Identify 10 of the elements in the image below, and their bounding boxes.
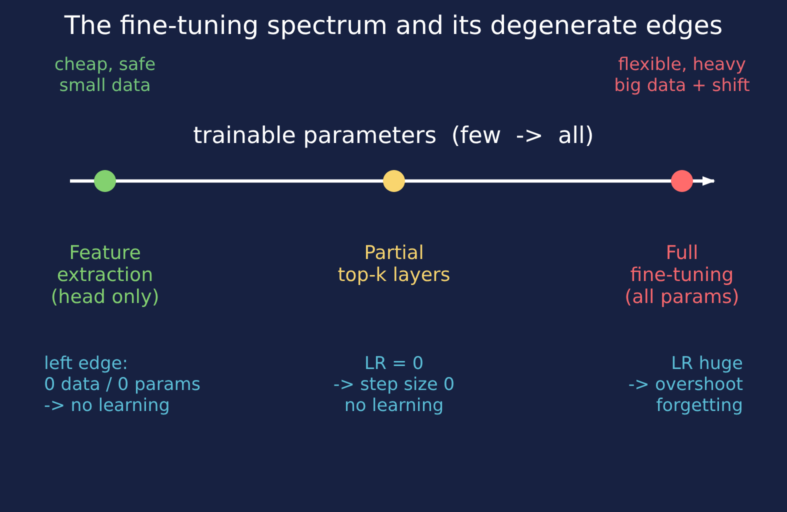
title: The fine-tuning spectrum and its degenerate edges bbox=[64, 10, 723, 43]
trait-note: cheap, safe small data bbox=[54, 55, 156, 97]
method-label: Partial top-k layers bbox=[338, 242, 450, 286]
note-text: left edge: 0 data / 0 params -> no learning bbox=[44, 354, 201, 417]
note-text: LR huge -> overshoot forgetting bbox=[628, 354, 743, 417]
axis-label: trainable parameters (few -> all) bbox=[193, 122, 594, 150]
method-label: Full fine-tuning (all params) bbox=[624, 242, 740, 308]
trait-note: flexible, heavy big data + shift bbox=[614, 55, 750, 97]
method-label: Feature extraction (head only) bbox=[50, 242, 160, 308]
note-text: LR = 0 -> step size 0 no learning bbox=[333, 354, 455, 417]
